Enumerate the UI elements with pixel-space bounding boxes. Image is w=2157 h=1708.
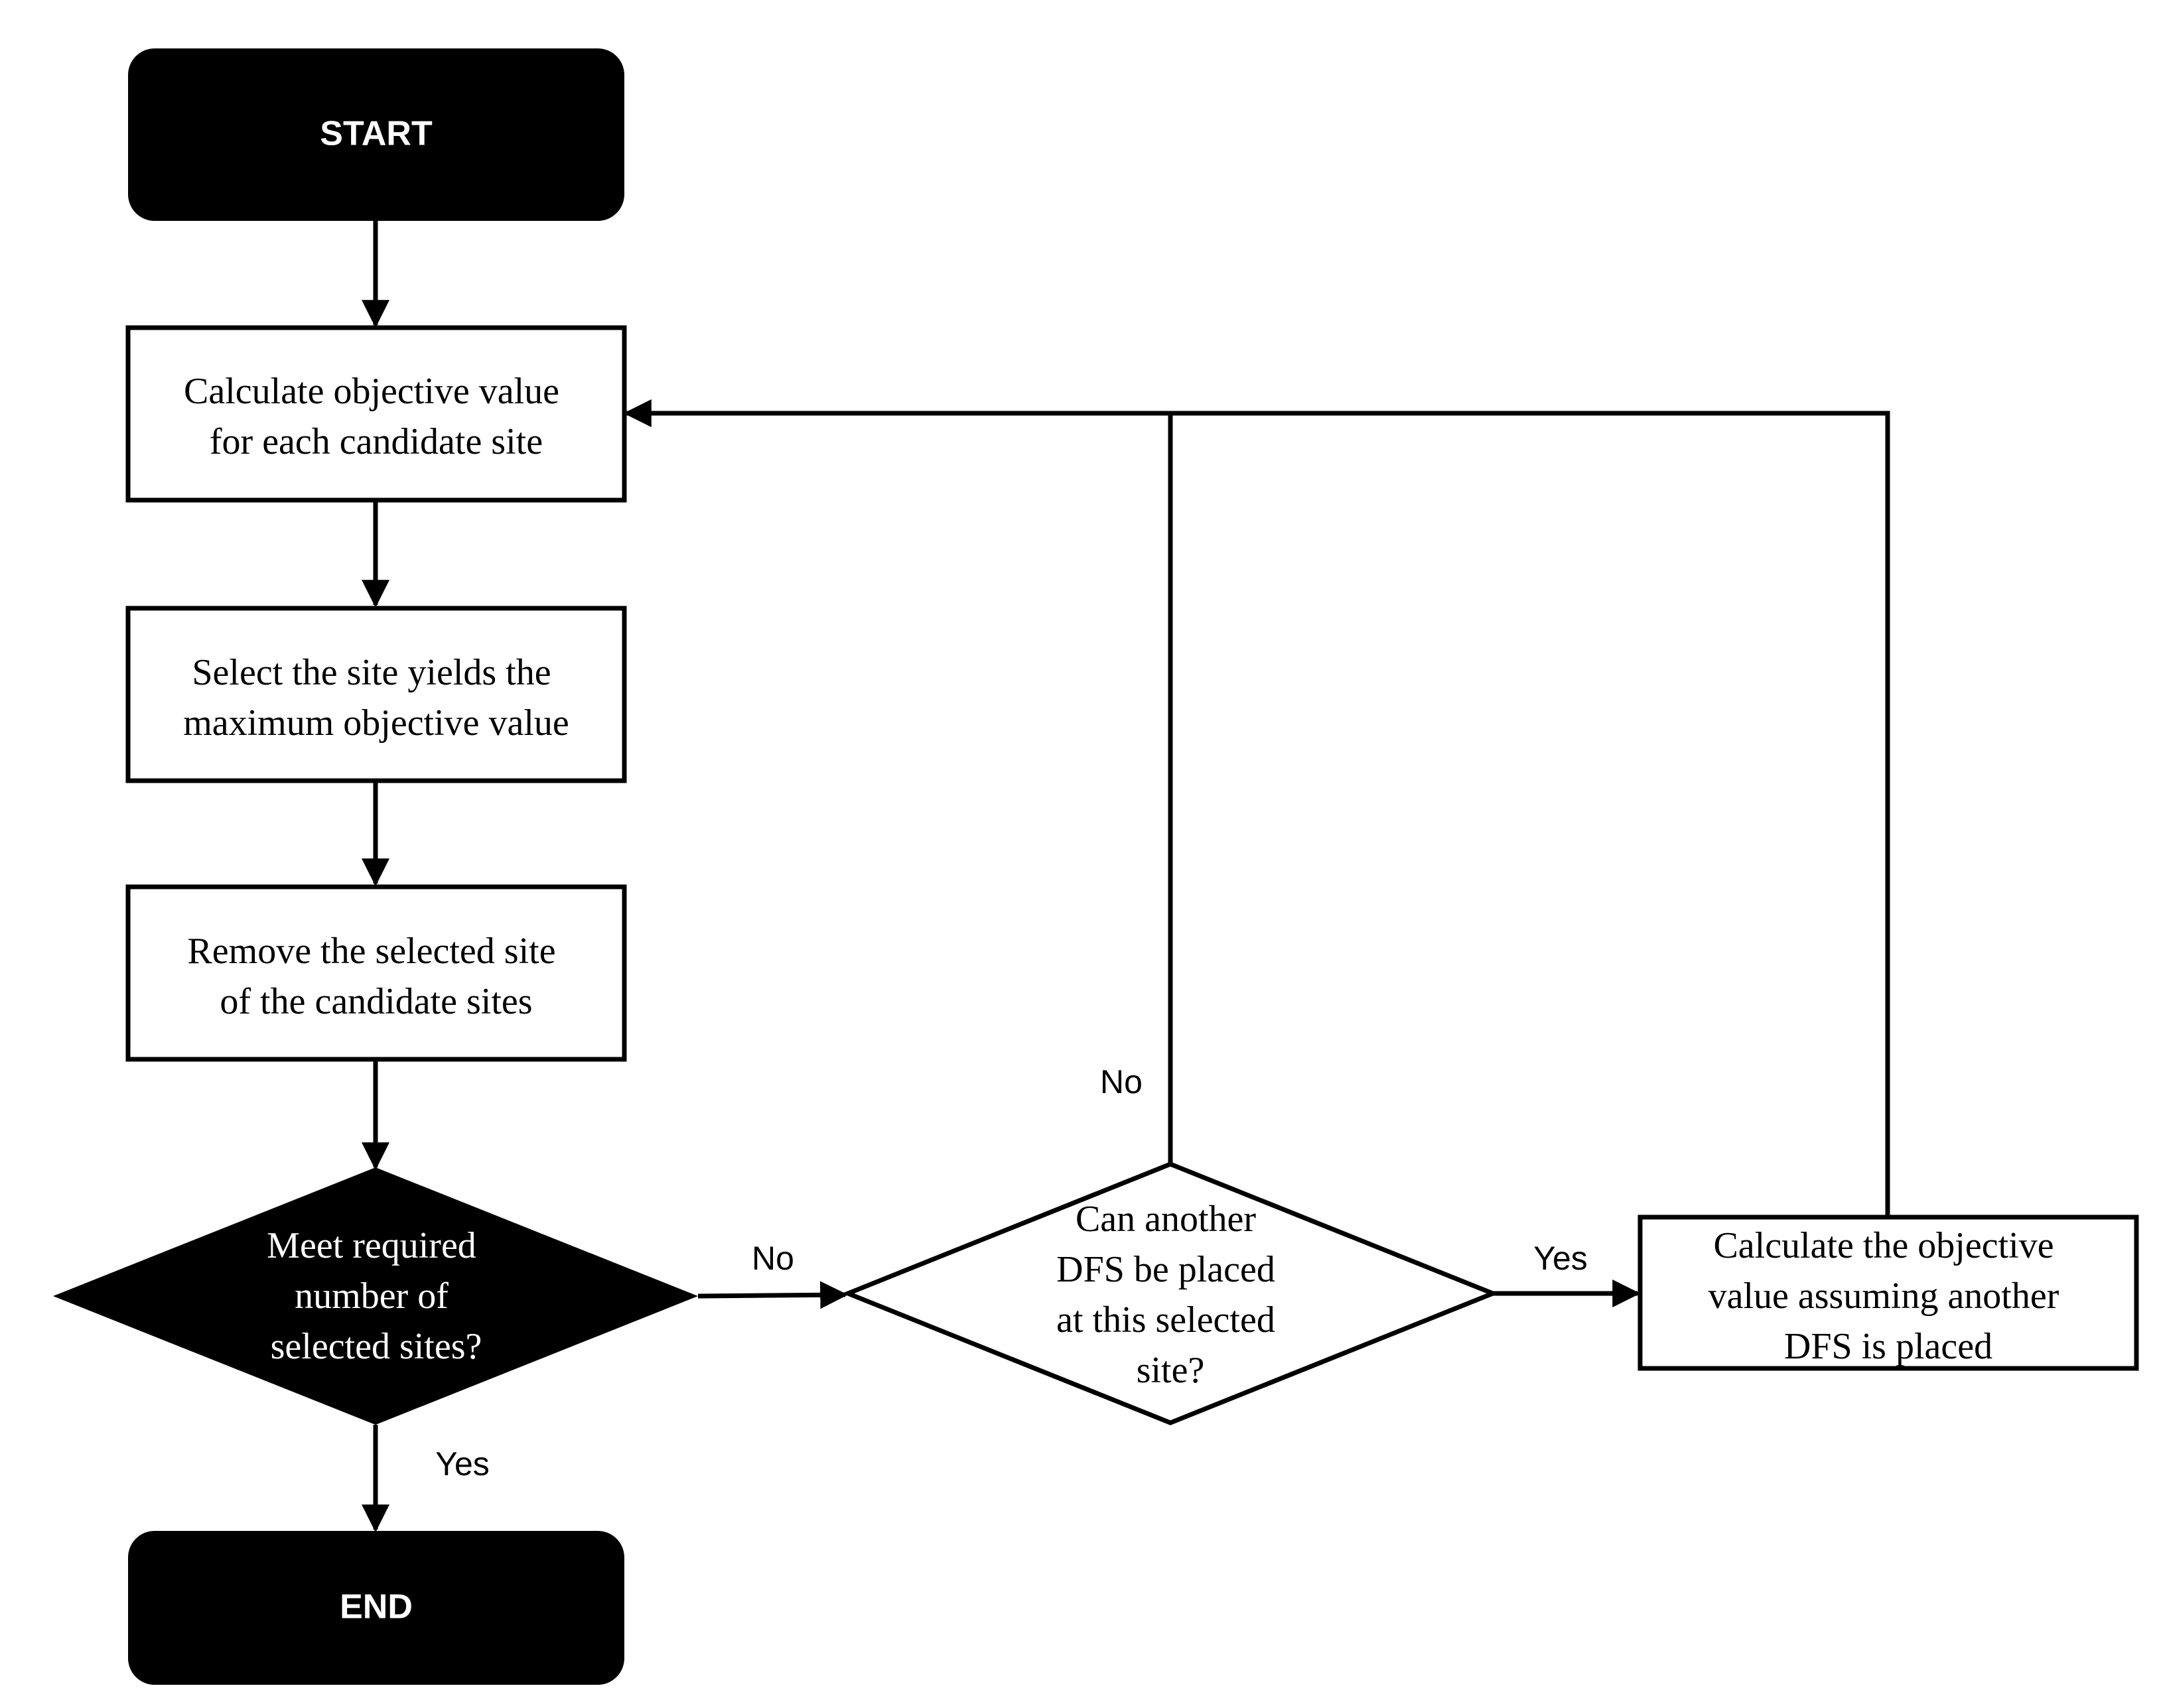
calc-objective-node: Calculate objective value for each candi…	[125, 325, 627, 503]
svg-text:Remove the selected site: Remove the selected site of the candidat…	[187, 931, 565, 1022]
edge-label-another-no: No	[1100, 1063, 1143, 1100]
decision-another-dfs-node: Can another DFS be placed at this select…	[841, 1161, 1499, 1425]
select-site-line1: Select the site yields the	[192, 652, 551, 693]
svg-text:Calculate the objective: Calculate the objective value assuming a…	[1708, 1225, 2069, 1367]
calc-assuming-node: Calculate the objective value assuming a…	[1637, 1215, 2139, 1371]
edge-label-required-yes: Yes	[435, 1445, 490, 1482]
decision-another-line4: site?	[1137, 1350, 1205, 1391]
decision-another-line2: DFS be placed	[1056, 1249, 1275, 1290]
decision-required-line3: selected sites?	[271, 1326, 482, 1367]
select-site-line2: maximum objective value	[183, 702, 569, 744]
start-label: START	[320, 115, 433, 153]
edge-label-another-yes: Yes	[1533, 1240, 1588, 1277]
calc-assuming-line3: DFS is placed	[1784, 1326, 1992, 1367]
edge-feedback-to-calc	[623, 399, 1890, 1217]
decision-another-line1: Can another	[1076, 1199, 1256, 1240]
decision-required-line1: Meet required	[267, 1225, 476, 1266]
decision-another-line3: at this selected	[1056, 1299, 1275, 1341]
remove-site-node: Remove the selected site of the candidat…	[125, 884, 627, 1062]
svg-text:Can another DFS be place: Can another DFS be placed at this select…	[1056, 1199, 1285, 1391]
calc-assuming-line2: value assuming another	[1708, 1276, 2059, 1317]
edge-label-required-no: No	[752, 1240, 794, 1277]
edge-decision-no-to-another	[697, 1281, 849, 1309]
connectors	[362, 221, 1890, 1533]
decision-required-line2: number of	[295, 1276, 449, 1317]
decision-required-node: Meet required number of selected sites?	[53, 1167, 698, 1425]
calc-objective-line1: Calculate objective value	[184, 371, 559, 412]
svg-text:Meet required number of: Meet required number of selected sites?	[267, 1225, 486, 1367]
start-node: START	[128, 48, 624, 221]
select-site-node: Select the site yields the maximum objec…	[125, 606, 627, 783]
end-label: END	[340, 1588, 413, 1626]
calc-objective-line2: for each candidate site	[210, 421, 543, 462]
end-node: END	[128, 1531, 624, 1685]
svg-text:Calculate objective value: Calculate objective value for each candi…	[184, 371, 569, 462]
remove-site-line2: of the candidate sites	[220, 981, 532, 1022]
calc-assuming-line1: Calculate the objective	[1713, 1225, 2053, 1266]
svg-text:Select the site yields the: Select the site yields the maximum objec…	[183, 652, 569, 744]
remove-site-line1: Remove the selected site	[187, 931, 555, 972]
